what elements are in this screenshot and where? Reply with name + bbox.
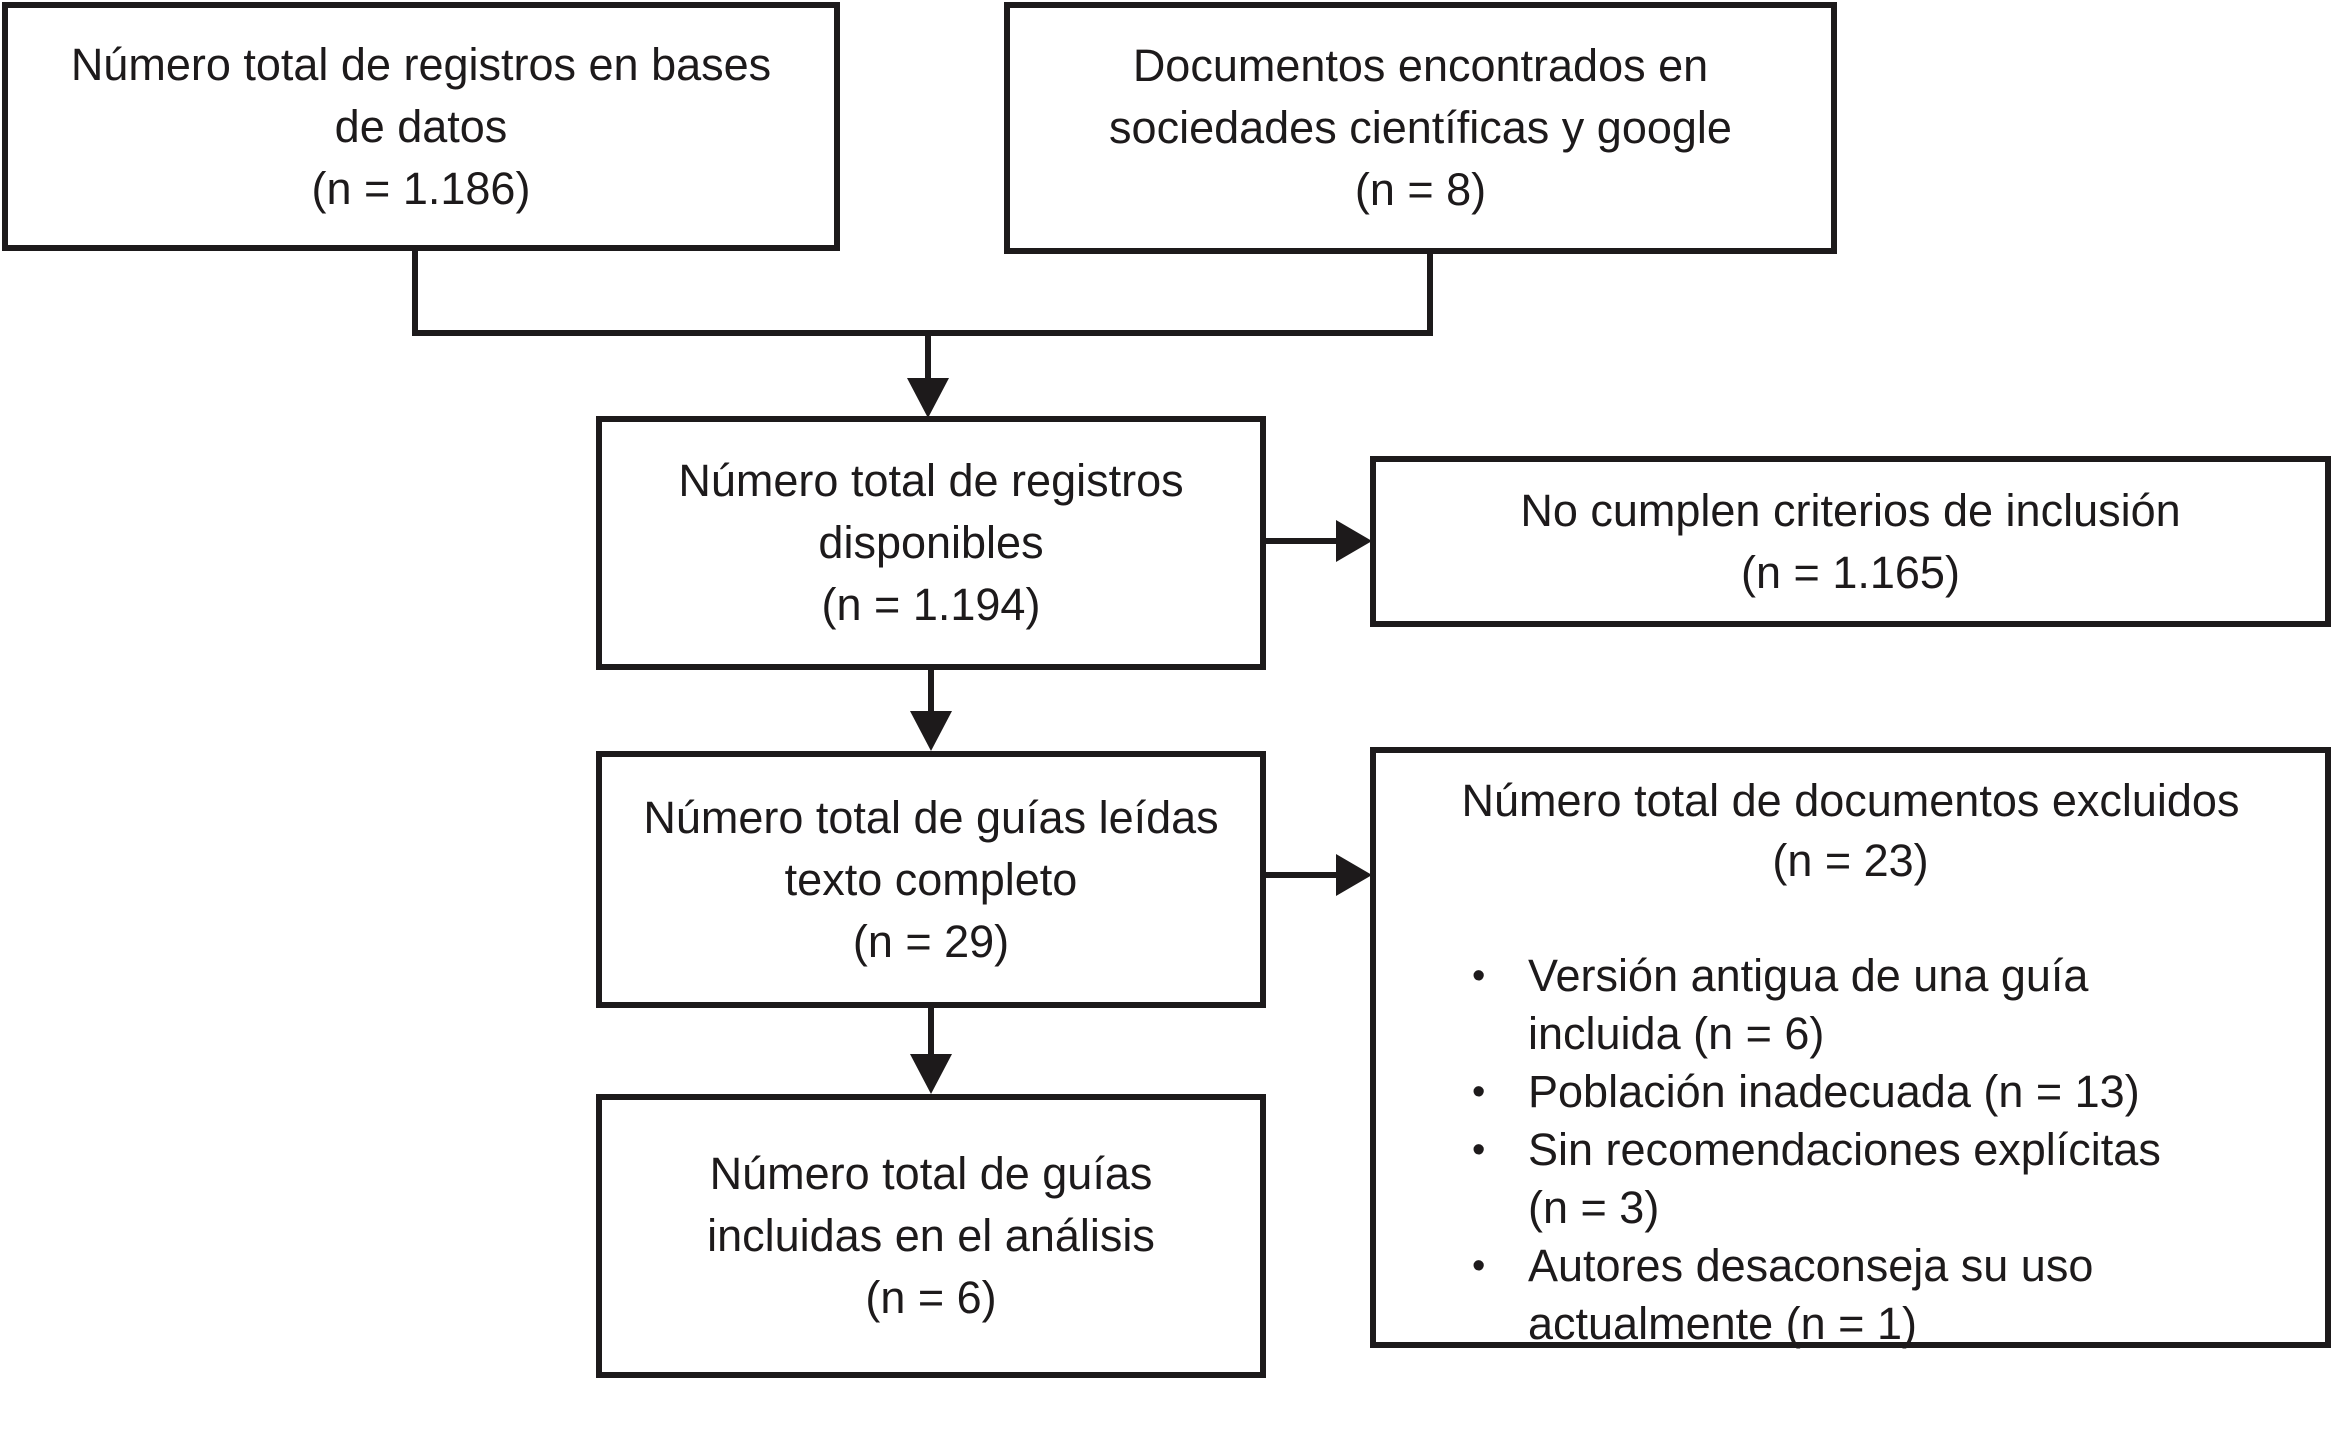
connector-merge-horizontal [412, 330, 1433, 336]
box-database-records: Número total de registros en bases de da… [2, 2, 840, 251]
bullet-icon: • [1472, 1071, 1486, 1113]
connector-to-included-shaft [928, 1008, 934, 1056]
arrow-down-icon [910, 1054, 952, 1094]
connector-exclusion2-shaft [1266, 872, 1338, 878]
box-included-guides-text: Número total de guías incluidas en el an… [707, 1148, 1155, 1323]
box-not-included: No cumplen criterios de inclusión (n = 1… [1370, 456, 2331, 627]
exclusion-reason-text: Versión antigua de una guía incluida (n … [1528, 950, 2089, 1059]
exclusion-reason-item: • Versión antigua de una guía incluida (… [1472, 947, 2289, 1063]
box-excluded-documents: Número total de documentos excluidos (n … [1370, 747, 2331, 1349]
box-available-records: Número total de registros disponibles (n… [596, 416, 1266, 670]
exclusion-reasons-list: • Versión antigua de una guía incluida (… [1412, 947, 2289, 1353]
connector-right-vertical [1427, 252, 1433, 336]
arrow-down-icon [907, 378, 949, 418]
exclusion-reason-item: • Población inadecuada (n = 13) [1472, 1063, 2289, 1121]
connector-merge-down-shaft [925, 336, 931, 380]
box-fulltext-guides-text: Número total de guías leídas texto compl… [643, 791, 1219, 967]
connector-left-vertical [412, 249, 418, 336]
bullet-icon: • [1472, 955, 1486, 997]
exclusion-reason-text: Población inadecuada (n = 13) [1528, 1066, 2140, 1117]
box-available-records-text: Número total de registros disponibles (n… [678, 455, 1184, 630]
connector-exclusion1-shaft [1266, 538, 1338, 544]
bullet-icon: • [1472, 1129, 1486, 1171]
bullet-icon: • [1472, 1245, 1486, 1287]
box-included-guides: Número total de guías incluidas en el an… [596, 1094, 1266, 1378]
arrow-right-icon [1336, 854, 1372, 896]
box-excluded-documents-title: Número total de documentos excluidos (n … [1461, 775, 2240, 886]
arrow-right-icon [1336, 520, 1372, 562]
arrow-down-icon [910, 711, 952, 751]
box-not-included-text: No cumplen criterios de inclusión (n = 1… [1520, 484, 2181, 598]
exclusion-reason-item: • Sin recomendaciones explícitas (n = 3) [1472, 1121, 2289, 1237]
box-database-records-text: Número total de registros en bases de da… [70, 38, 772, 214]
box-fulltext-guides: Número total de guías leídas texto compl… [596, 751, 1266, 1008]
exclusion-reason-text: Sin recomendaciones explícitas (n = 3) [1528, 1124, 2161, 1233]
box-societies-documents-text: Documentos encontrados en sociedades cie… [1109, 40, 1732, 215]
box-societies-documents: Documentos encontrados en sociedades cie… [1004, 2, 1837, 254]
connector-to-fulltext-shaft [928, 670, 934, 713]
exclusion-reason-item: • Autores desaconseja su uso actualmente… [1472, 1237, 2289, 1353]
exclusion-reason-text: Autores desaconseja su uso actualmente (… [1528, 1240, 2094, 1349]
